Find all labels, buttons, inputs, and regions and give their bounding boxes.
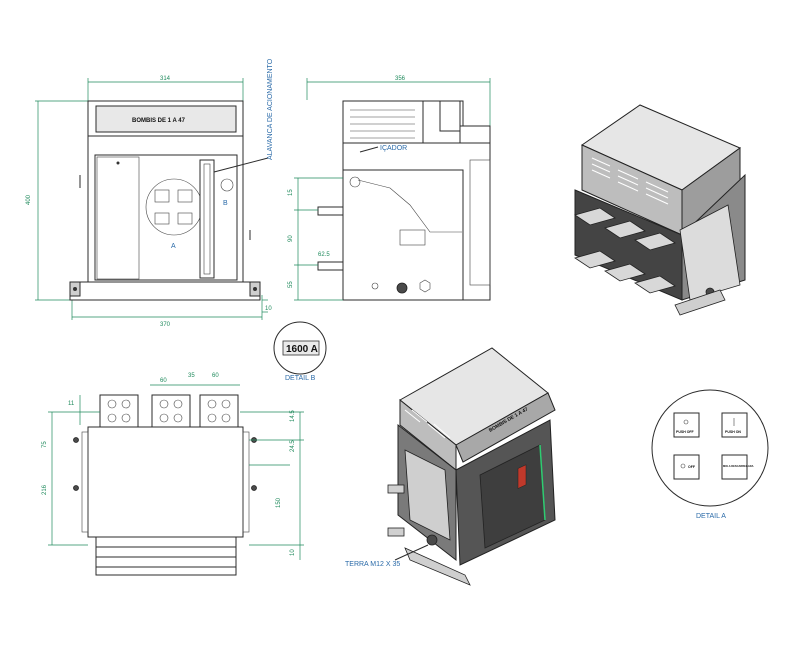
- side-depth-dim: 356: [395, 76, 406, 82]
- top-terminal-groups: [99, 394, 239, 428]
- front-width-bottom-dim: 370: [160, 322, 171, 328]
- top-dim-t1: 60: [160, 378, 167, 384]
- top-dim-left1: 75: [42, 441, 48, 448]
- lever-callout-label: ALAVANCA DE ACIONAMENTO: [267, 58, 274, 160]
- front-label-plate: BOMBIS DE 1 A 47: [132, 118, 186, 124]
- detail-a-btn-1-label: PUSH OFF: [676, 430, 695, 434]
- front-detail-b-circle: [220, 178, 234, 192]
- top-dim-r4: 10: [290, 549, 296, 556]
- detail-b-caption: DETAIL B: [285, 375, 316, 382]
- detail-a-caption: DETAIL A: [696, 513, 726, 520]
- isometric-view-top: [574, 104, 746, 316]
- detail-a-btn-2-label: PUSH ON: [725, 430, 741, 434]
- detail-a-btn-3-label: OFF: [688, 465, 696, 469]
- top-dim-r2: 24.5: [290, 440, 296, 452]
- detail-a-btn-4: [721, 454, 748, 480]
- side-dim-4: 55: [288, 281, 294, 288]
- top-dim-left2: 216: [42, 484, 48, 495]
- side-dim-2: 90: [288, 235, 294, 242]
- front-mark-b: B: [223, 200, 228, 207]
- detail-a-btn-4-label: MOLA DESCARREGADA: [723, 464, 754, 468]
- top-dim-t2: 35: [188, 373, 195, 379]
- front-view: 314 400 370 10 BOMBIS DE 1 A 47 A: [26, 58, 274, 328]
- side-vent-slots: [350, 109, 415, 139]
- detail-a-btn-2: [721, 412, 748, 438]
- top-dim-t4: 11: [68, 401, 75, 407]
- top-dim-r1: 14.5: [290, 410, 296, 422]
- terra-callout-label: TERRA M12 X 35: [345, 561, 400, 568]
- front-width-top-dim: 314: [160, 76, 171, 82]
- detail-a: PUSH OFF PUSH ON OFF MOLA DESCARREGADA D…: [651, 389, 769, 520]
- front-mark-a: A: [171, 243, 176, 250]
- side-view: 356 IÇADOR: [288, 76, 491, 301]
- detail-a-btn-3: [673, 454, 700, 480]
- detail-b-rating: 1600 A: [286, 344, 318, 355]
- detail-b: 1600 A DETAIL B: [273, 321, 327, 382]
- side-dim-1: 15: [288, 189, 294, 196]
- detail-a-btn-1: [673, 412, 700, 438]
- front-height-dim: 400: [26, 194, 32, 205]
- side-dim-3: 62.5: [318, 252, 330, 258]
- side-icador-label: IÇADOR: [380, 145, 407, 152]
- top-view: 60 35 60 11 7: [42, 373, 304, 576]
- isometric-view-bottom: BOMBIS DE 1 A 47 TERRA M12 X 35: [345, 347, 556, 586]
- top-dim-t3: 60: [212, 373, 219, 379]
- front-foot-dim: 10: [265, 306, 272, 312]
- top-dim-r3: 150: [276, 497, 282, 508]
